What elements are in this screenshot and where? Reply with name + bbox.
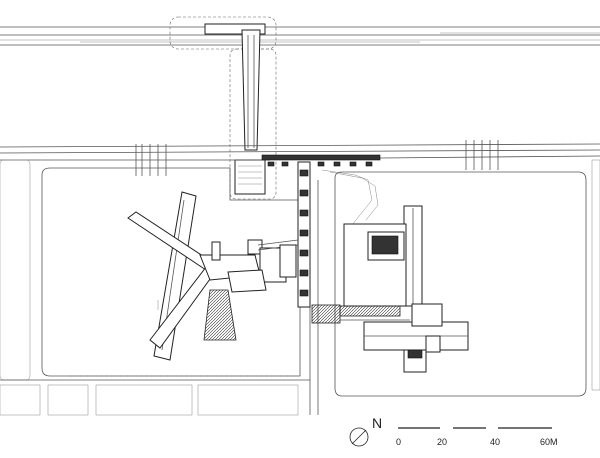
west-building [127, 191, 299, 361]
rail-lines [0, 26, 600, 46]
north-arrow-icon [349, 427, 369, 447]
east-building [321, 169, 469, 373]
scale-tick-20: 20 [437, 437, 447, 447]
main-road [0, 140, 600, 176]
scale-tick-60: 60M [540, 437, 558, 447]
scale-tick-40: 40 [490, 437, 500, 447]
pedestrian-bridge [169, 16, 277, 200]
scale-bar: 0 20 40 60M [396, 427, 558, 447]
north-label: N [372, 415, 382, 431]
covered-walkway [267, 161, 410, 324]
north-arrow: N [349, 415, 382, 447]
scale-tick-0: 0 [396, 437, 401, 447]
